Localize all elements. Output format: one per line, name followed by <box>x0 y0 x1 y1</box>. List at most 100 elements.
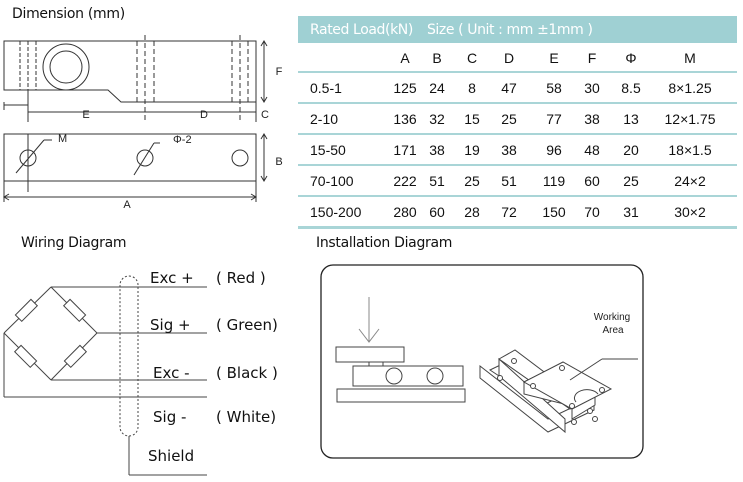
cell-C: 15 <box>464 111 480 127</box>
cell-load: 0.5-1 <box>310 80 342 96</box>
resistor-2 <box>62 298 87 323</box>
cell-A: 136 <box>393 111 417 127</box>
cell-F: 30 <box>584 80 600 96</box>
cell-E: 96 <box>546 142 562 158</box>
col-B: B <box>432 50 442 66</box>
wire-color-black: ( Black ) <box>216 364 278 382</box>
cell-E: 119 <box>542 173 566 189</box>
dimension-drawing: E D C F B A M Φ-2 <box>3 35 283 210</box>
cell-A: 171 <box>393 142 417 158</box>
label-F: F <box>276 66 283 78</box>
table-row: 150-200 280 60 28 72 150 70 31 30×2 <box>298 197 737 229</box>
cell-D: 51 <box>501 173 517 189</box>
cell-B: 24 <box>429 80 445 96</box>
cell-A: 125 <box>393 80 417 96</box>
cell-B: 60 <box>429 204 445 220</box>
col-E: E <box>549 50 559 66</box>
mounting-hole-phi <box>136 149 154 167</box>
load-hole-inner <box>49 50 83 84</box>
table-header-bar: Rated Load(kN) Size ( Unit : mm ±1mm ) <box>298 16 737 43</box>
cell-E: 77 <box>546 111 562 127</box>
table-row: 15-50 171 38 19 38 96 48 20 18×1.5 <box>298 135 737 166</box>
installation-title: Installation Diagram <box>316 235 453 251</box>
dimension-title: Dimension (mm) <box>12 6 125 22</box>
column-header-row: A B C D E F Φ M <box>298 43 737 73</box>
resistor-3 <box>13 344 38 369</box>
wire-label-sig-plus: Sig + <box>150 316 191 334</box>
cell-C: 19 <box>464 142 480 158</box>
table-row: 70-100 222 51 25 51 119 60 25 24×2 <box>298 166 737 197</box>
cell-phi: 20 <box>623 142 639 158</box>
cell-phi: 8.5 <box>621 80 641 96</box>
cell-load: 150-200 <box>310 204 362 220</box>
label-D: D <box>200 109 208 121</box>
cell-F: 70 <box>584 204 600 220</box>
cell-E: 150 <box>542 204 566 220</box>
table-row: 0.5-1 125 24 8 47 58 30 8.5 8×1.25 <box>298 73 737 104</box>
cell-D: 72 <box>501 204 517 220</box>
col-F: F <box>587 50 597 66</box>
cell-M: 24×2 <box>674 173 706 189</box>
top-view-outline <box>3 133 257 182</box>
bottom-plate <box>336 388 466 403</box>
cell-D: 47 <box>501 80 517 96</box>
working-area-leader <box>569 358 603 381</box>
label-E: E <box>82 109 89 121</box>
resistor-4 <box>63 344 88 369</box>
working-area-label-2: Area <box>602 325 624 336</box>
side-load-cell <box>352 365 464 387</box>
cell-load: 2-10 <box>310 111 339 127</box>
wiring-drawing <box>3 275 207 476</box>
cell-load: 15-50 <box>310 142 346 158</box>
cell-F: 60 <box>584 173 600 189</box>
cell-M: 12×1.75 <box>664 111 716 127</box>
cell-phi: 13 <box>623 111 639 127</box>
working-area-label-1: Working <box>594 312 631 323</box>
wiring-title: Wiring Diagram <box>21 235 127 251</box>
cell-D: 25 <box>501 111 517 127</box>
label-A: A <box>123 199 131 210</box>
wire-label-exc-minus: Exc - <box>153 364 190 382</box>
cell-C: 28 <box>464 204 480 220</box>
side-view-outline <box>3 40 257 103</box>
label-phi: Φ-2 <box>173 134 192 146</box>
cell-B: 38 <box>429 142 445 158</box>
header-size: Size ( Unit : mm ±1mm ) <box>426 21 593 38</box>
header-rated-load: Rated Load(kN) <box>310 21 413 38</box>
wire-color-red: ( Red ) <box>216 269 266 287</box>
cell-B: 32 <box>429 111 445 127</box>
load-hole-outer <box>42 43 90 91</box>
cell-F: 48 <box>584 142 600 158</box>
wire-color-white: ( White) <box>216 408 277 426</box>
label-M: M <box>58 133 67 145</box>
cell-A: 222 <box>393 173 417 189</box>
cable-shield <box>119 275 139 437</box>
wire-label-sig-minus: Sig - <box>153 408 187 426</box>
cell-F: 38 <box>584 111 600 127</box>
cell-load: 70-100 <box>310 173 354 189</box>
cell-C: 8 <box>468 80 476 96</box>
table-row: 2-10 136 32 15 25 77 38 13 12×1.75 <box>298 104 737 135</box>
cell-C: 25 <box>464 173 480 189</box>
wire-label-exc-plus: Exc + <box>150 269 194 287</box>
cell-phi: 25 <box>623 173 639 189</box>
installation-drawing: Working Area <box>320 264 644 459</box>
col-C: C <box>466 50 478 66</box>
cell-phi: 31 <box>623 204 639 220</box>
col-phi: Φ <box>625 50 637 66</box>
cell-B: 51 <box>429 173 445 189</box>
col-D: D <box>503 50 515 66</box>
label-C: C <box>261 109 269 121</box>
cell-M: 18×1.5 <box>668 142 712 158</box>
mounting-hole-m <box>19 149 37 167</box>
cell-D: 38 <box>501 142 517 158</box>
label-B: B <box>275 156 282 168</box>
cell-E: 58 <box>546 80 562 96</box>
cell-M: 8×1.25 <box>668 80 712 96</box>
cell-M: 30×2 <box>674 204 706 220</box>
wire-label-shield: Shield <box>148 447 195 465</box>
wire-color-green: ( Green) <box>216 316 278 334</box>
col-M: M <box>684 50 696 66</box>
resistor-1 <box>14 298 39 323</box>
top-plate <box>335 346 405 363</box>
